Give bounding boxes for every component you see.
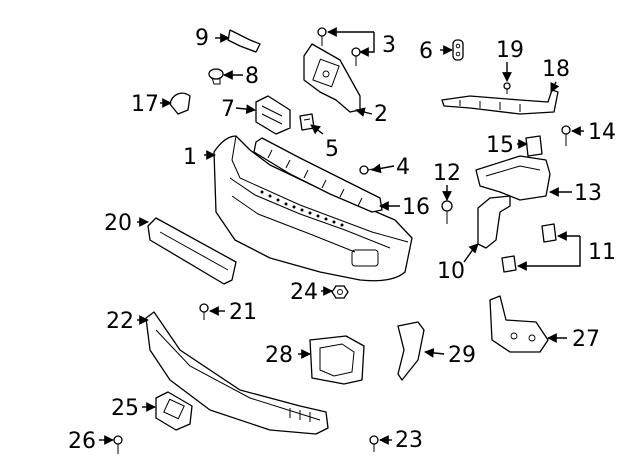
part-10-bracket	[477, 195, 511, 249]
part-28-bezel	[309, 335, 365, 385]
callout-17: 17	[131, 92, 159, 117]
callout-2: 2	[374, 102, 388, 127]
part-1-bumper-face	[213, 135, 413, 282]
callout-9: 9	[195, 26, 209, 51]
part-29-corner	[397, 321, 425, 381]
part-8-push-pin	[208, 68, 224, 85]
part-9-bracket	[227, 29, 261, 53]
part-15-clip	[525, 135, 543, 157]
callout-3: 3	[382, 33, 396, 58]
part-27-bracket	[489, 295, 549, 353]
part-13-deflector	[475, 155, 551, 201]
callout-29: 29	[448, 343, 476, 368]
callout-25: 25	[111, 396, 139, 421]
callout-labels: 1 2 3 4 5 6 7 8 9 10 11 12 13 14 15 16 1…	[68, 26, 616, 454]
part-3-bolts	[317, 27, 361, 66]
part-5-clip	[299, 113, 315, 131]
part-20-reinforcement	[147, 217, 237, 285]
callout-1: 1	[183, 145, 197, 170]
part-24-nut	[331, 285, 349, 299]
part-26-screw	[113, 435, 123, 454]
part-14-screw	[561, 125, 571, 146]
callout-13: 13	[574, 181, 602, 206]
part-2-bracket	[303, 43, 361, 113]
callout-4: 4	[396, 155, 410, 180]
callout-18: 18	[542, 57, 570, 82]
callout-15: 15	[486, 133, 514, 158]
callout-11: 11	[588, 240, 616, 265]
callout-10: 10	[437, 259, 465, 284]
callout-20: 20	[104, 211, 132, 236]
part-18-strip	[441, 89, 559, 115]
callout-19: 19	[496, 38, 524, 63]
part-22-lower-valance	[145, 311, 329, 435]
part-7-bracket	[255, 95, 291, 135]
callout-21: 21	[229, 300, 257, 325]
callout-28: 28	[265, 343, 293, 368]
leader-lines	[99, 27, 584, 445]
part-19-pin	[503, 82, 511, 94]
part-12-bolt	[441, 200, 453, 224]
callout-7: 7	[221, 97, 235, 122]
callout-14: 14	[588, 120, 616, 145]
callout-24: 24	[290, 280, 318, 305]
part-23-screw	[369, 435, 379, 452]
part-17-cap	[169, 92, 191, 115]
callout-23: 23	[395, 428, 423, 453]
callout-5: 5	[325, 137, 339, 162]
callout-12: 12	[433, 161, 461, 186]
callout-8: 8	[245, 64, 259, 89]
part-11-clips	[501, 223, 557, 273]
part-25-plate	[155, 391, 193, 431]
callout-27: 27	[572, 327, 600, 352]
part-6-plate	[452, 39, 464, 61]
callout-6: 6	[419, 39, 433, 64]
part-21-screw	[199, 303, 209, 320]
callout-16: 16	[402, 195, 430, 220]
callout-22: 22	[106, 309, 134, 334]
callout-26: 26	[68, 429, 96, 454]
